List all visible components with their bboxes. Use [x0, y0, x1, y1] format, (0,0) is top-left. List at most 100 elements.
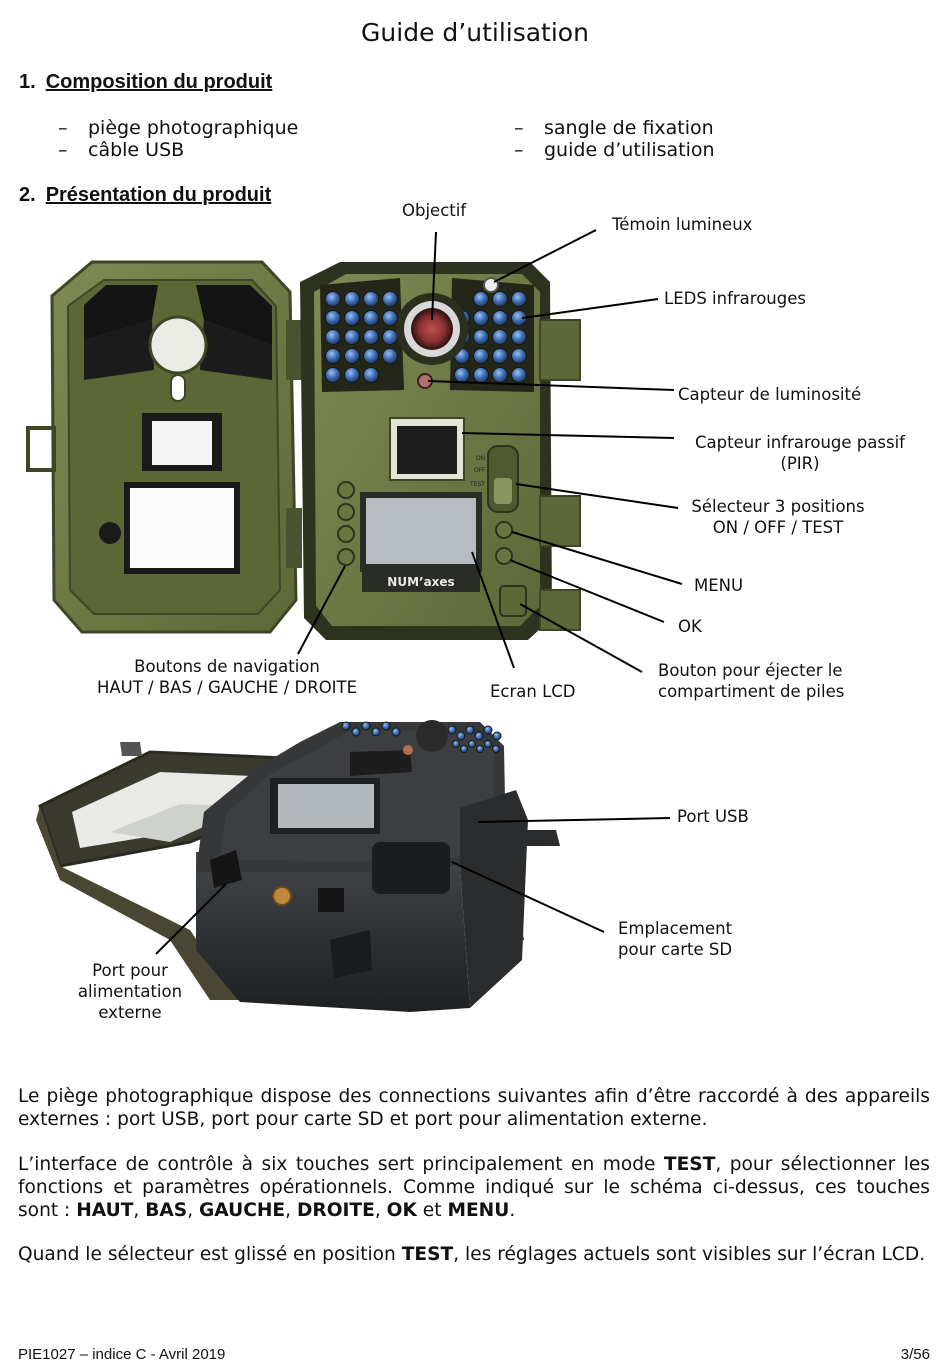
ir-led-icon — [325, 367, 341, 383]
label-capteur-luminosite: Capteur de luminosité — [678, 385, 862, 404]
ir-led-icon — [473, 310, 489, 326]
ir-led-icon — [473, 367, 489, 383]
camera-three-quarter-view — [36, 720, 560, 1012]
ir-led-icon — [492, 731, 502, 741]
ir-led-icon — [344, 310, 360, 326]
ir-led-icon — [473, 329, 489, 345]
ir-led-icon — [511, 367, 527, 383]
ir-led-icon — [341, 721, 351, 731]
ir-led-icon — [325, 329, 341, 345]
label-menu: MENU — [694, 576, 744, 595]
ir-led-icon — [391, 727, 401, 737]
ir-led-array — [325, 291, 527, 383]
keyword-droite: DROITE — [296, 1200, 375, 1221]
text-run: Quand le sélecteur est glissé en positio… — [18, 1244, 402, 1265]
text-run: , pour sélectionner les fonctions et par… — [18, 1154, 930, 1221]
nav-button-icon — [337, 525, 355, 543]
ir-led-icon — [492, 329, 508, 345]
ir-led-icon — [351, 727, 361, 737]
ir-led-icon — [344, 348, 360, 364]
list-item-text: câble USB — [88, 139, 185, 161]
ir-led-icon — [492, 745, 500, 753]
label-ejecter: Bouton pour éjecter le compartiment de p… — [658, 660, 844, 702]
ir-led-icon — [361, 721, 371, 731]
label-ejecter-line1: Bouton pour éjecter le — [658, 661, 843, 680]
ir-led-icon — [511, 291, 527, 307]
keyword-gauche: GAUCHE — [199, 1200, 286, 1221]
keyword-menu: MENU — [447, 1200, 510, 1221]
text-run: , — [285, 1200, 297, 1221]
ir-led-icon — [492, 348, 508, 364]
text-run: . — [509, 1200, 516, 1221]
list-item-text: piège photographique — [88, 117, 299, 139]
ir-led-icon — [325, 291, 341, 307]
ir-led-icon — [473, 291, 489, 307]
section-1-number: 1. — [19, 71, 36, 93]
text-run: , les réglages actuels sont visibles sur… — [453, 1244, 926, 1265]
label-navigation-line1: Boutons de navigation — [134, 657, 320, 676]
keyword-bas: BAS — [145, 1200, 188, 1221]
label-carte-sd-line2: pour carte SD — [618, 940, 733, 959]
text-run: L’interface de contrôle à six touches se… — [18, 1154, 664, 1175]
menu-button-icon — [495, 521, 513, 539]
ok-button-icon — [495, 547, 513, 565]
section-1-title: Composition du produit — [45, 71, 273, 93]
list-item: –câble USB — [58, 139, 298, 161]
text-run: , — [374, 1200, 387, 1221]
dash-bullet: – — [58, 139, 68, 161]
dash-bullet: – — [514, 139, 524, 161]
footer-page-number: 3/56 — [900, 1346, 930, 1363]
ir-led-icon — [363, 367, 379, 383]
list-item: –piège photographique — [58, 117, 298, 139]
ir-led-icon — [474, 731, 484, 741]
navigation-buttons — [337, 481, 355, 566]
nav-button-icon — [337, 548, 355, 566]
dash-bullet: – — [58, 117, 68, 139]
nav-button-icon — [337, 503, 355, 521]
ir-led-icon — [452, 740, 460, 748]
switch-mark-test: TEST — [469, 481, 485, 488]
label-pir-line1: Capteur infrarouge passif — [695, 433, 905, 452]
ir-led-icon — [511, 348, 527, 364]
text-run: et — [416, 1200, 448, 1221]
ir-led-icon — [460, 745, 468, 753]
ir-led-icon — [363, 329, 379, 345]
ir-led-icon — [456, 731, 466, 741]
ir-led-icon — [476, 745, 484, 753]
ir-led-icon — [468, 740, 476, 748]
paragraph-selector: Quand le sélecteur est glissé en positio… — [18, 1243, 930, 1266]
ir-led-icon — [325, 310, 341, 326]
list-item: –guide d’utilisation — [514, 139, 715, 161]
label-port-usb: Port USB — [677, 807, 749, 826]
ir-led-icon — [483, 725, 493, 735]
lens-icon — [411, 308, 453, 350]
ir-led-icon — [344, 329, 360, 345]
ir-led-icon — [465, 725, 475, 735]
label-ok: OK — [678, 617, 702, 636]
ir-led-icon — [344, 291, 360, 307]
list-item: –sangle de fixation — [514, 117, 715, 139]
battery-eject-button-icon — [499, 585, 527, 617]
label-selecteur-line2: ON / OFF / TEST — [712, 518, 844, 537]
ir-led-icon — [447, 725, 457, 735]
label-ecran-lcd: Ecran LCD — [490, 682, 576, 701]
label-ejecter-line2: compartiment de piles — [658, 682, 845, 701]
paragraph-connections: Le piège photographique dispose des conn… — [18, 1086, 930, 1130]
ir-led-icon — [492, 291, 508, 307]
label-selecteur-line1: Sélecteur 3 positions — [691, 497, 865, 516]
ir-led-icon — [363, 348, 379, 364]
label-alimentation-line1: Port pour — [92, 961, 168, 980]
label-carte-sd: Emplacement pour carte SD — [618, 918, 732, 960]
selector-slider — [494, 478, 512, 504]
ir-led-icon — [344, 367, 360, 383]
section-2-number: 2. — [19, 184, 36, 206]
component-list-left: –piège photographique –câble USB — [58, 117, 298, 161]
label-objectif: Objectif — [402, 201, 467, 220]
label-temoin-lumineux: Témoin lumineux — [612, 215, 753, 234]
section-2-heading: 2.Présentation du produit — [19, 184, 271, 207]
list-item-text: sangle de fixation — [544, 117, 714, 139]
dash-bullet: – — [514, 117, 524, 139]
label-alimentation: Port pour alimentation externe — [70, 960, 190, 1023]
ir-led-icon — [484, 740, 492, 748]
leader-lines — [155, 229, 683, 955]
